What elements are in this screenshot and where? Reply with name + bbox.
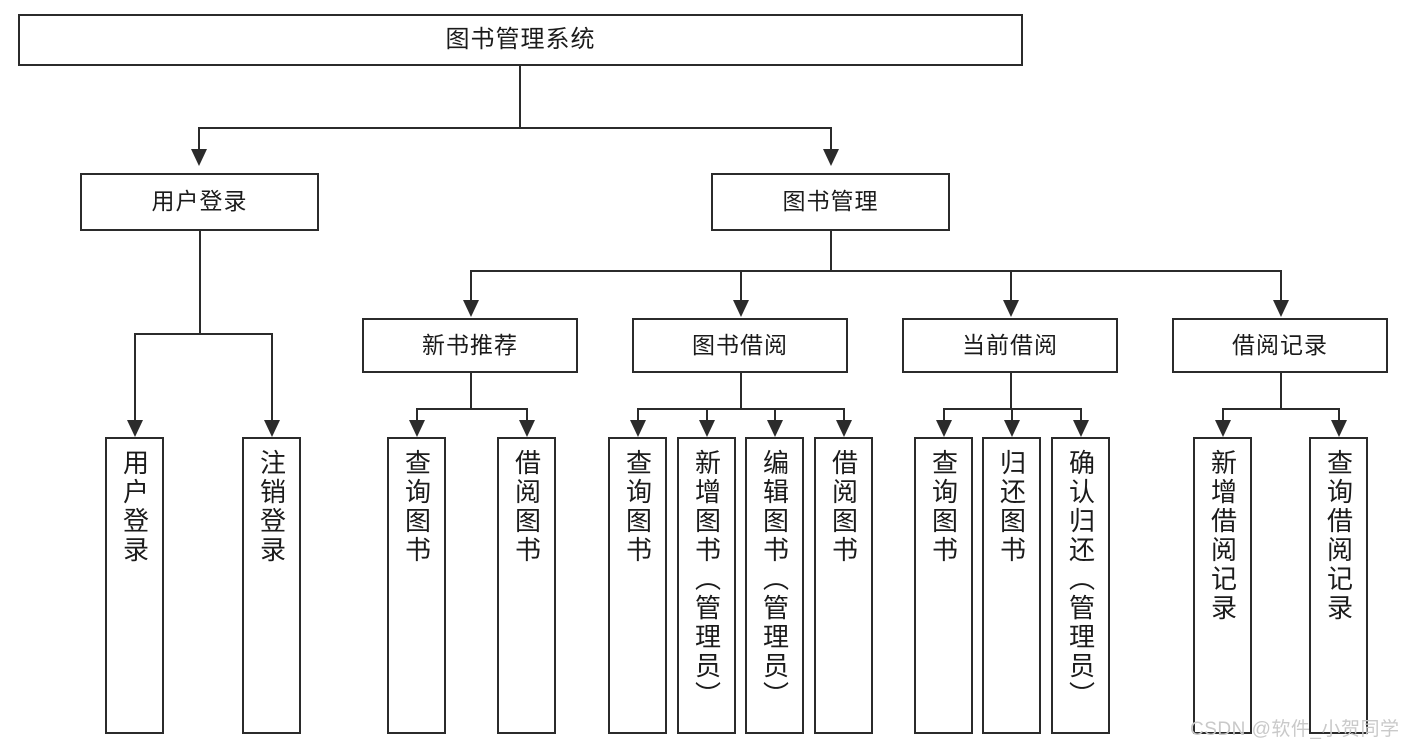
connector-cb-drop-2 — [1011, 408, 1013, 420]
node-label: 注销登录 — [256, 449, 287, 565]
node-label: 归还图书 — [996, 449, 1027, 565]
arrow-to-leaf-cb-2 — [1004, 420, 1020, 437]
node-label: 图书管理系统 — [445, 25, 596, 53]
node-label: 图书借阅 — [692, 331, 788, 358]
connector-bb-drop-3 — [774, 408, 776, 420]
connector-bb-drop-4 — [843, 408, 845, 420]
leaf-bb-edit-book-admin[interactable]: 编辑图书（管理员） — [745, 437, 804, 734]
node-label: 图书管理 — [782, 188, 879, 215]
node-label: 用户登录 — [119, 449, 150, 565]
connector-user-login-drop-1 — [134, 333, 136, 420]
node-label: 查询图书 — [401, 449, 432, 565]
arrow-to-book-borrow — [733, 300, 749, 317]
connector-nbr-stem — [470, 373, 472, 409]
arrow-to-leaf-user-login — [127, 420, 143, 437]
connector-bb-bus — [637, 408, 843, 410]
connector-bm-drop-4 — [1280, 270, 1282, 300]
arrow-to-new-book-recommend — [463, 300, 479, 317]
leaf-logout[interactable]: 注销登录 — [242, 437, 301, 734]
arrow-to-leaf-bb-1 — [630, 420, 646, 437]
node-label: 新增图书（管理员） — [691, 449, 722, 710]
leaf-cb-query-book[interactable]: 查询图书 — [914, 437, 973, 734]
connector-br-drop-1 — [1222, 408, 1224, 420]
connector-book-management-stem — [830, 231, 832, 271]
leaf-bb-add-book-admin[interactable]: 新增图书（管理员） — [677, 437, 736, 734]
arrow-to-leaf-bb-2 — [699, 420, 715, 437]
node-label: 新书推荐 — [422, 331, 518, 358]
connector-br-drop-2 — [1338, 408, 1340, 420]
connector-cb-drop-1 — [943, 408, 945, 420]
arrow-to-leaf-logout — [264, 420, 280, 437]
connector-bb-stem — [740, 373, 742, 409]
arrow-to-leaf-nbr-1 — [409, 420, 425, 437]
connector-book-management-bus — [470, 270, 1280, 272]
connector-nbr-drop-2 — [526, 408, 528, 420]
connector-br-stem — [1280, 373, 1282, 409]
connector-user-login-drop-2 — [271, 333, 273, 420]
arrow-to-leaf-br-1 — [1215, 420, 1231, 437]
connector-bb-drop-1 — [637, 408, 639, 420]
node-label: 借阅图书 — [511, 449, 542, 565]
leaf-user-login[interactable]: 用户登录 — [105, 437, 164, 734]
node-book-borrow[interactable]: 图书借阅 — [632, 318, 848, 373]
node-current-borrow[interactable]: 当前借阅 — [902, 318, 1118, 373]
node-label: 确认归还（管理员） — [1065, 449, 1096, 710]
leaf-nbr-borrow-book[interactable]: 借阅图书 — [497, 437, 556, 734]
arrow-to-leaf-cb-3 — [1073, 420, 1089, 437]
arrow-to-borrow-record — [1273, 300, 1289, 317]
leaf-nbr-query-book[interactable]: 查询图书 — [387, 437, 446, 734]
connector-root-drop-right — [830, 127, 832, 149]
node-label: 借阅图书 — [828, 449, 859, 565]
node-label: 编辑图书（管理员） — [759, 449, 790, 710]
leaf-cb-confirm-return-admin[interactable]: 确认归还（管理员） — [1051, 437, 1110, 734]
connector-cb-stem — [1010, 373, 1012, 409]
arrow-to-leaf-br-2 — [1331, 420, 1347, 437]
connector-bm-drop-1 — [470, 270, 472, 300]
connector-bm-drop-2 — [740, 270, 742, 300]
node-label: 查询图书 — [622, 449, 653, 565]
connector-user-login-bus — [134, 333, 271, 335]
leaf-bb-query-book[interactable]: 查询图书 — [608, 437, 667, 734]
leaf-bb-borrow-book[interactable]: 借阅图书 — [814, 437, 873, 734]
connector-bm-drop-3 — [1010, 270, 1012, 300]
connector-root-stem — [519, 66, 521, 128]
connector-br-bus — [1222, 408, 1338, 410]
node-label: 查询图书 — [928, 449, 959, 565]
node-label: 新增借阅记录 — [1207, 449, 1238, 623]
connector-nbr-drop-1 — [416, 408, 418, 420]
connector-cb-drop-3 — [1080, 408, 1082, 420]
node-root-book-management-system[interactable]: 图书管理系统 — [18, 14, 1023, 66]
connector-user-login-stem — [199, 231, 201, 334]
arrow-to-leaf-bb-3 — [767, 420, 783, 437]
node-label: 用户登录 — [151, 188, 248, 215]
node-book-management[interactable]: 图书管理 — [711, 173, 950, 231]
leaf-br-query-record[interactable]: 查询借阅记录 — [1309, 437, 1368, 734]
arrow-to-leaf-nbr-2 — [519, 420, 535, 437]
leaf-cb-return-book[interactable]: 归还图书 — [982, 437, 1041, 734]
node-user-login[interactable]: 用户登录 — [80, 173, 319, 231]
node-label: 借阅记录 — [1232, 331, 1328, 358]
node-borrow-record[interactable]: 借阅记录 — [1172, 318, 1388, 373]
arrow-to-book-management — [823, 149, 839, 166]
arrow-to-leaf-bb-4 — [836, 420, 852, 437]
connector-root-bus — [198, 127, 830, 129]
arrow-to-user-login — [191, 149, 207, 166]
node-label: 当前借阅 — [962, 331, 1058, 358]
node-label: 查询借阅记录 — [1323, 449, 1354, 623]
leaf-br-add-record[interactable]: 新增借阅记录 — [1193, 437, 1252, 734]
node-new-book-recommend[interactable]: 新书推荐 — [362, 318, 578, 373]
arrow-to-current-borrow — [1003, 300, 1019, 317]
connector-nbr-bus — [416, 408, 526, 410]
connector-bb-drop-2 — [706, 408, 708, 420]
arrow-to-leaf-cb-1 — [936, 420, 952, 437]
connector-root-drop-left — [198, 127, 200, 149]
